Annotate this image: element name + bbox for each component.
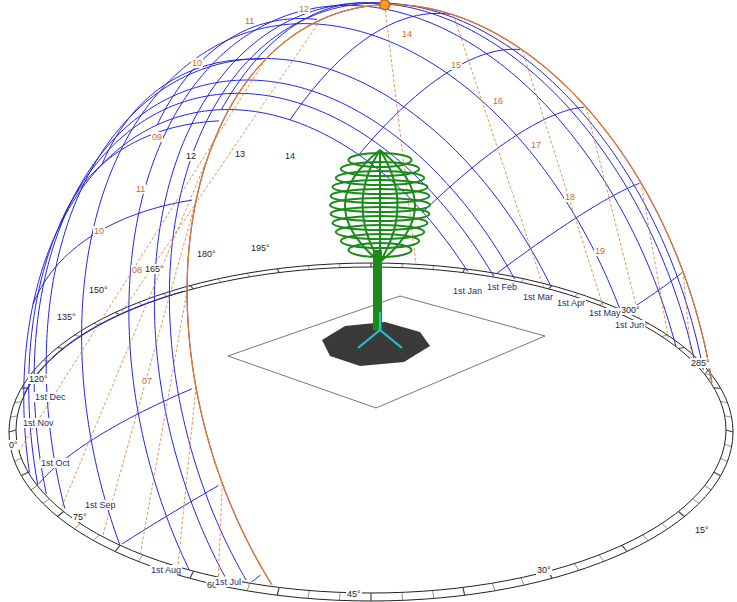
hour-label: 12 (298, 4, 310, 14)
hour-label: 16 (492, 96, 504, 106)
azimuth-label: 14 (284, 151, 296, 161)
azimuth-label: 13 (234, 149, 246, 159)
hour-label: 09 (151, 132, 163, 142)
date-label: 1st Oct (40, 458, 71, 468)
hour-label: 07 (141, 376, 153, 386)
azimuth-label: 12 (185, 151, 197, 161)
azimuth-label: 135° (56, 312, 77, 322)
hour-label: 10 (93, 226, 105, 236)
azimuth-label: 180° (196, 249, 217, 259)
azimuth-ticks (9, 263, 733, 601)
azimuth-label: 30° (536, 565, 552, 575)
azimuth-label: 300° (620, 305, 641, 315)
azimuth-label: 45° (346, 589, 362, 599)
date-label: 1st Feb (486, 282, 518, 292)
hour-label: 10 (191, 58, 203, 68)
date-label: 1st Nov (22, 418, 55, 428)
azimuth-label: 195° (250, 243, 271, 253)
date-label: 1st Mar (522, 292, 554, 302)
date-label: 1st Aug (150, 565, 182, 575)
horizon-ring (9, 263, 733, 601)
date-label: 1st Dec (34, 392, 67, 402)
azimuth-label: 165° (144, 264, 165, 274)
date-label: 1st Jun (614, 320, 645, 330)
date-label: 1st May (588, 308, 622, 318)
hour-label: 11 (244, 16, 255, 26)
sun-marker (380, 0, 390, 10)
hour-label: 14 (401, 29, 413, 39)
hour-label: 08 (131, 265, 143, 275)
azimuth-label: 15° (694, 525, 710, 535)
horizon-ring (16, 267, 726, 593)
azimuth-label: 75° (72, 512, 88, 522)
hour-label: 17 (530, 140, 542, 150)
sun-path-grid (19, 3, 712, 585)
date-label: 1st Jan (452, 286, 483, 296)
hour-label: 11 (135, 184, 146, 194)
hour-label: 15 (450, 60, 462, 70)
azimuth-label: 120° (28, 374, 49, 384)
azimuth-label: 150° (88, 285, 109, 295)
date-label: 1st Jul (214, 577, 242, 587)
tree-model (330, 150, 430, 348)
date-label: 1st Apr (556, 298, 586, 308)
hour-label: 18 (564, 192, 576, 202)
azimuth-label: 285° (690, 358, 711, 368)
date-label: 1st Sep (84, 500, 117, 510)
azimuth-label: 0° (8, 440, 19, 450)
ground-plane (228, 296, 545, 408)
hour-label: 19 (594, 246, 606, 256)
